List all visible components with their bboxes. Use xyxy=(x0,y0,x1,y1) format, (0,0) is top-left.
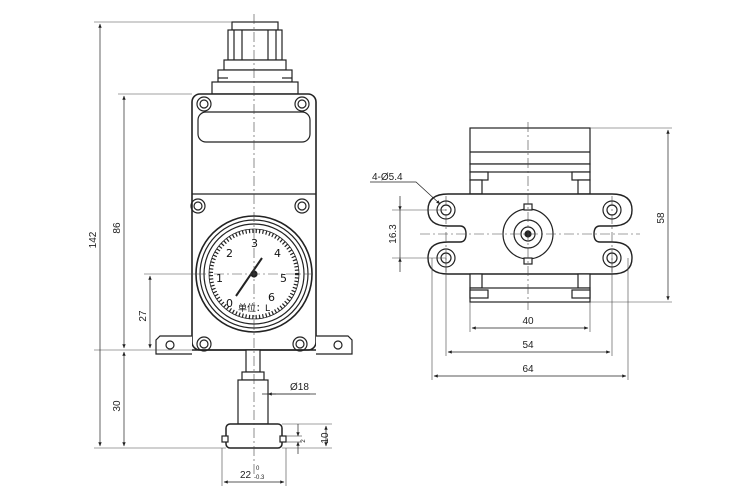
gauge-number-5: 5 xyxy=(280,272,287,285)
gauge-number-3: 3 xyxy=(251,237,258,250)
stem xyxy=(245,349,261,373)
front-extension-lines xyxy=(94,21,332,486)
side-extension-lines xyxy=(392,127,672,380)
top-connector xyxy=(211,21,299,95)
side-dimension-lines xyxy=(370,129,670,378)
gauge-needle xyxy=(235,257,263,297)
side-top-housing xyxy=(469,127,591,165)
dim-hole-spec: 4-Ø5.4 xyxy=(372,172,403,183)
dim-base-tol-upper: 0 xyxy=(256,466,260,472)
screw-bottom-right xyxy=(292,336,308,352)
gauge-dial-ticks xyxy=(209,229,299,319)
dim-base-height: 10 xyxy=(320,432,331,444)
gauge-number-0: 0 xyxy=(226,297,233,310)
dim-hole-spacing: 40 xyxy=(522,316,534,327)
front-view xyxy=(155,21,353,449)
dim-overall-width: 64 xyxy=(522,364,534,375)
dim-base-tol-lower: -0.3 xyxy=(254,475,265,481)
dim-side-overall-height: 58 xyxy=(656,212,667,224)
dim-overall-height: 142 xyxy=(88,231,99,248)
screw-top-right xyxy=(294,96,310,112)
dim-body-height: 86 xyxy=(112,222,123,234)
screw-mid-right xyxy=(294,198,310,214)
screw-top-left xyxy=(196,96,212,112)
gauge-labels: 0 1 2 3 4 5 6 单位：L xyxy=(216,237,287,314)
dim-hole-pitch-vertical: 16.3 xyxy=(388,224,399,244)
dim-base-step: 2 xyxy=(301,439,307,443)
dim-flange-width: 54 xyxy=(522,340,534,351)
gauge-number-4: 4 xyxy=(274,247,281,260)
gauge-number-2: 2 xyxy=(226,247,233,260)
side-view xyxy=(427,127,633,303)
dim-gauge-center-height: 27 xyxy=(138,310,149,322)
gauge-number-1: 1 xyxy=(216,272,223,285)
screw-mid-left xyxy=(190,198,206,214)
gauge-number-6: 6 xyxy=(268,291,275,304)
dim-base-width: 22 xyxy=(240,470,252,481)
dim-stem-height: 30 xyxy=(112,400,123,412)
front-dimension-lines xyxy=(98,23,328,484)
dim-stem-diameter: Ø18 xyxy=(290,382,309,393)
screw-bottom-left xyxy=(196,336,212,352)
front-centerlines xyxy=(196,14,312,475)
